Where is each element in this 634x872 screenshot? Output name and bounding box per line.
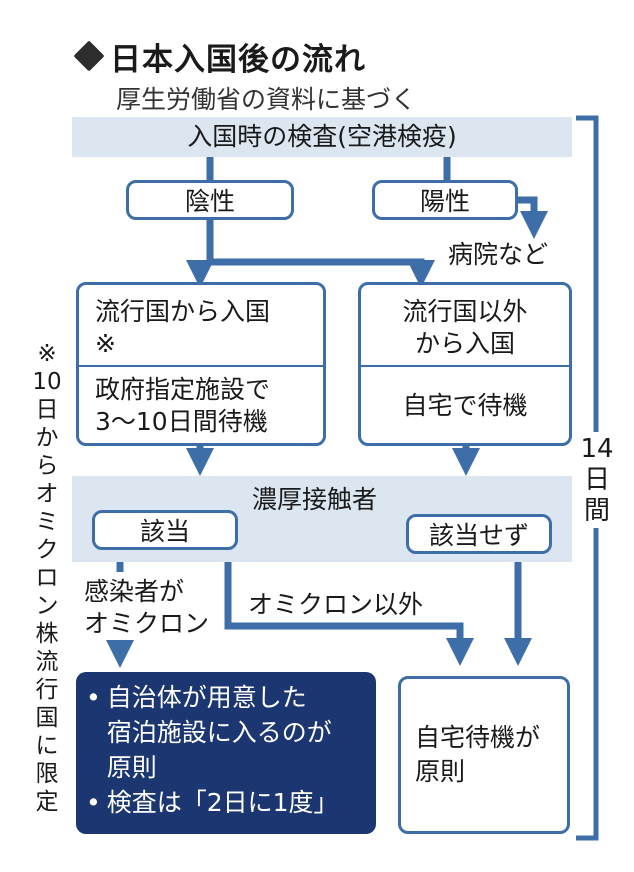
- arrow-non-omicron-to-home: [224, 548, 474, 666]
- from-other-heading-1: 流行国以外: [402, 297, 528, 326]
- from-other-heading-2: から入国: [414, 329, 515, 358]
- negative-node: 陰性: [126, 180, 294, 220]
- from-epidemic-mark: ※: [95, 329, 116, 358]
- side-note-vertical: ※ 10 日 か ら オ ミ ク ロ ン 株 流 行 国 に 限 定: [32, 341, 62, 815]
- facility-item-1: • 自治体が用意した 宿泊施設に入るのが 原則: [86, 683, 332, 782]
- from-epidemic-heading: 流行国から入国: [95, 297, 271, 326]
- not-applicable-node: 該当せず: [406, 514, 552, 554]
- from-epidemic-detail-2: 3〜10日間待機: [95, 407, 268, 436]
- from-other-detail: 自宅で待機: [402, 391, 528, 420]
- fourteen-days-label: 14 日 間: [580, 434, 614, 526]
- infected-omicron-label-1: 感染者が: [84, 577, 185, 606]
- diamond-bullet-icon: [73, 40, 105, 72]
- arrow-positive-to-hospital: [515, 196, 548, 239]
- from-epidemic-box: 流行国から入国 ※ 政府指定施設で 3〜10日間待機: [76, 282, 326, 446]
- entry-test-label: 入国時の検査(空港検疫): [187, 122, 457, 151]
- facility-item-2: • 検査は「2日に1度」: [86, 788, 339, 817]
- home-wait-box: 自宅待機が 原則: [398, 676, 570, 834]
- infected-omicron-label-2: オミクロン: [84, 609, 210, 638]
- applicable-node: 該当: [92, 510, 238, 550]
- from-other-box: 流行国以外 から入国 自宅で待機: [358, 282, 572, 446]
- arrow-negative-to-other: [206, 218, 435, 288]
- diagram-subtitle: 厚生労働省の資料に基づく: [116, 85, 417, 114]
- hospital-label: 病院など: [448, 240, 549, 269]
- entry-test-band: [72, 117, 572, 157]
- positive-node: 陽性: [372, 180, 518, 220]
- non-omicron-label: オミクロン以外: [248, 590, 424, 619]
- close-contact-label: 濃厚接触者: [252, 485, 378, 514]
- diagram-title: 日本入国後の流れ: [73, 34, 366, 79]
- from-epidemic-detail-1: 政府指定施設で: [95, 375, 271, 404]
- facility-box: • 自治体が用意した 宿泊施設に入るのが 原則 • 検査は「2日に1度」: [76, 672, 376, 834]
